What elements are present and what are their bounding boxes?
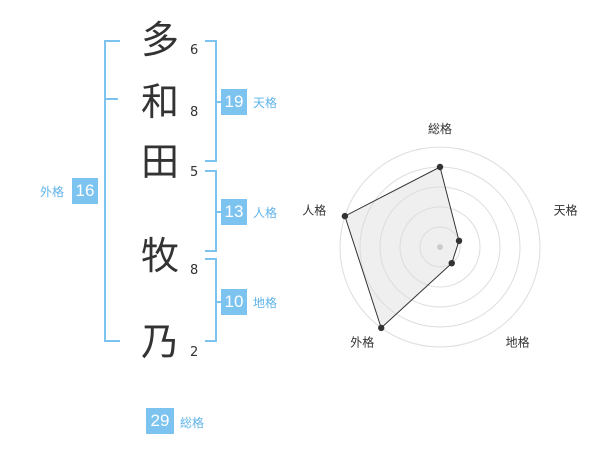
name-char-2: 和: [140, 80, 179, 124]
soukaku-label: 総格: [180, 416, 205, 430]
radar-axis-label: 外格: [350, 334, 374, 349]
radar-axis-label: 天格: [554, 203, 578, 218]
chikaku-value: 10: [221, 289, 247, 315]
gaikaku-bracket-tick: [104, 98, 118, 100]
soukaku-value: 29: [146, 408, 174, 434]
radar-axis-label: 総格: [428, 121, 452, 136]
gaikaku-value: 16: [72, 178, 98, 204]
radar-point: [455, 237, 463, 245]
tenkaku-bracket-tick: [215, 101, 221, 103]
stroke-count-1: 6: [190, 43, 199, 58]
name-char-1: 多: [140, 18, 179, 62]
gaikaku-bracket: [104, 40, 120, 342]
radar-axis-label: 人格: [302, 203, 326, 218]
radar-ring: [399, 206, 481, 288]
radar-ring: [419, 226, 461, 268]
stroke-count-5: 2: [190, 345, 199, 360]
radar-center-dot: [437, 244, 443, 250]
chikaku-bracket-tick: [215, 301, 221, 303]
radar-ring: [339, 146, 541, 348]
tenkaku-value: 19: [221, 89, 247, 115]
chikaku-bracket: [205, 258, 217, 342]
stroke-count-4: 8: [190, 263, 199, 278]
stroke-count-3: 5: [190, 165, 199, 180]
radar-point: [341, 212, 349, 220]
gaikaku-label: 外格: [40, 185, 65, 199]
name-char-5: 乃: [140, 320, 179, 364]
radar-axis-label: 地格: [506, 334, 530, 349]
name-char-3: 田: [140, 140, 179, 184]
jinkaku-label: 人格: [253, 206, 278, 220]
radar-point: [378, 324, 385, 332]
radar-ring: [379, 186, 501, 308]
name-char-4: 牧: [140, 234, 179, 278]
tenkaku-label: 天格: [253, 96, 278, 110]
jinkaku-bracket-tick: [215, 211, 221, 213]
chikaku-label: 地格: [253, 296, 278, 310]
radar-point: [436, 163, 444, 171]
radar-data-polygon: [344, 166, 460, 329]
stroke-count-2: 8: [190, 105, 199, 120]
jinkaku-value: 13: [221, 199, 247, 225]
radar-point: [448, 259, 455, 267]
